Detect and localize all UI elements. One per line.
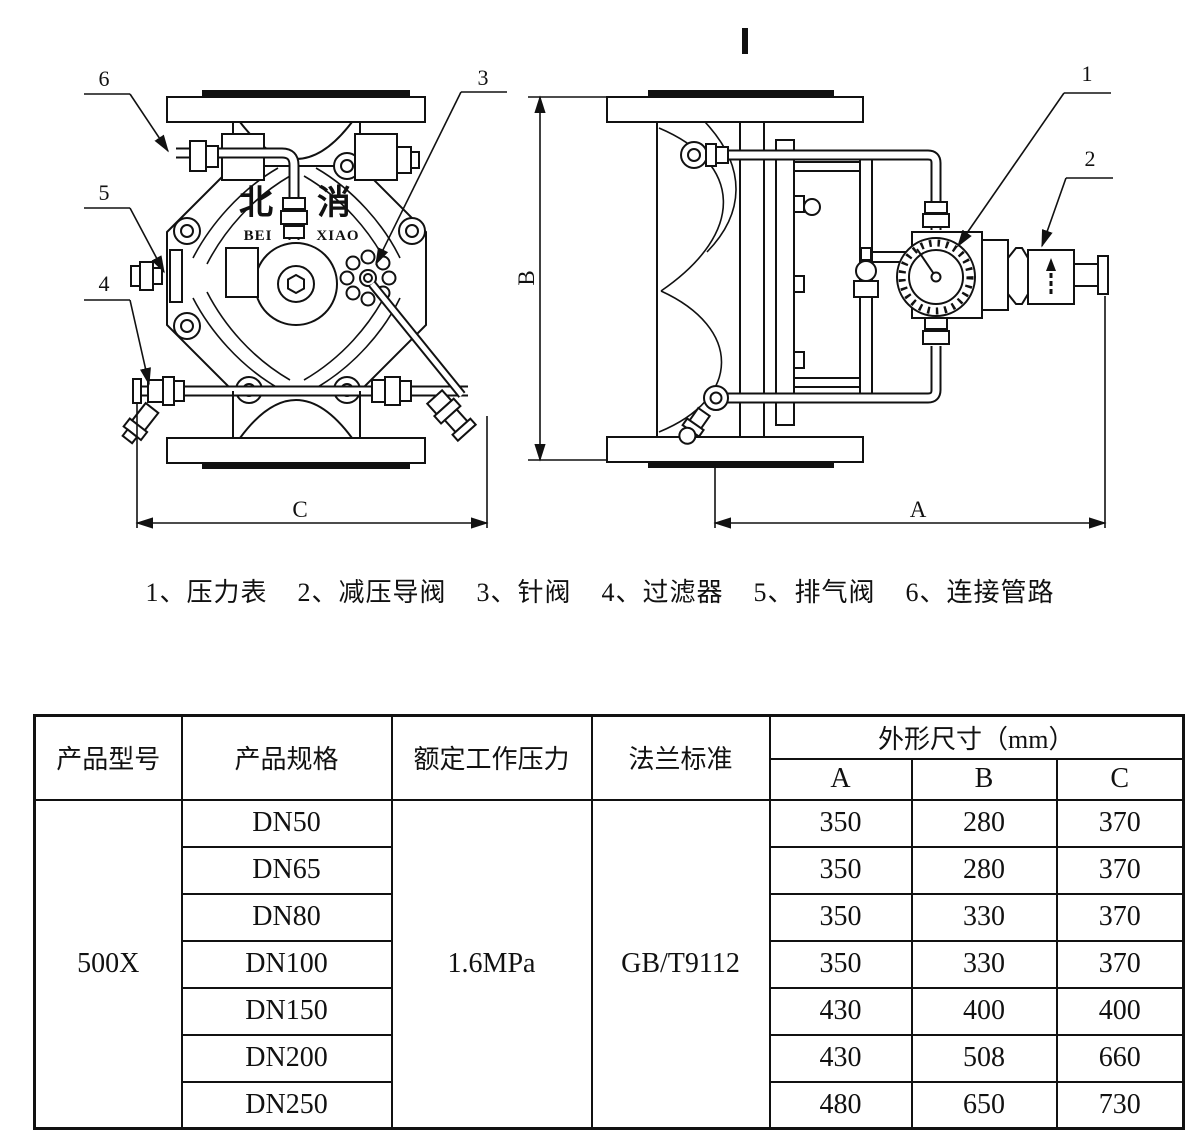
- dim-b-cell: 400: [910, 986, 1058, 1036]
- table-row: DN150 430 400 400: [35, 986, 1185, 1036]
- dim-a-cell: 430: [768, 986, 913, 1036]
- side-bottom-flange: [606, 436, 864, 463]
- spec-table: 产品型号 产品规格 额定工作压力 法兰标准 外形尺寸（mm） A B C 500…: [33, 714, 1186, 1130]
- legend-item: 6、连接管路: [905, 578, 1055, 607]
- front-view-drawing: 北 消 BEI XIAO: [84, 65, 507, 529]
- front-top-flange-face: [202, 90, 410, 97]
- dim-A-label: A: [910, 497, 927, 522]
- front-dim-C: C: [135, 402, 489, 529]
- front-connecting-pipe: [176, 140, 308, 240]
- dim-a-cell: 480: [768, 1080, 913, 1130]
- spec-cell: DN200: [180, 1033, 393, 1083]
- side-pilot-valve: [981, 239, 1109, 311]
- legend-item: 2、减压导阀: [297, 578, 447, 607]
- callout-2-leader: [1041, 177, 1067, 248]
- pressure-cell: 1.6MPa: [390, 798, 593, 1130]
- brand-en-left: BEI: [244, 228, 273, 244]
- callout-4-label: 4: [99, 271, 110, 296]
- section-mark: [742, 28, 748, 54]
- dim-a-cell: 350: [768, 845, 913, 895]
- front-drain-valve: [121, 401, 160, 445]
- header-dim-b: B: [910, 757, 1058, 801]
- callout-5-leader: [129, 207, 165, 274]
- spec-cell: DN65: [180, 845, 393, 895]
- legend-item: 4、过滤器: [601, 578, 724, 607]
- dim-a-cell: 350: [768, 892, 913, 942]
- header-spec: 产品规格: [180, 714, 393, 801]
- table-row: DN100 350 330 370: [35, 939, 1185, 989]
- callout-1-label: 1: [1082, 61, 1093, 86]
- legend-item: 5、排气阀: [753, 578, 876, 607]
- dim-a-cell: 350: [768, 939, 913, 989]
- spec-cell: DN100: [180, 939, 393, 989]
- header-dim-c: C: [1055, 757, 1185, 801]
- callout-6-leader: [129, 93, 169, 153]
- dim-b-cell: 508: [910, 1033, 1058, 1083]
- technical-drawing: 北 消 BEI XIAO: [84, 28, 1113, 529]
- table-row: DN250 480 650 730: [35, 1080, 1185, 1130]
- brand-zh-left: 北: [239, 185, 273, 222]
- dim-c-cell: 730: [1055, 1080, 1185, 1130]
- front-center-boss: [254, 242, 338, 326]
- table-row: 500X DN50 1.6MPa GB/T9112 350 280 370: [33, 798, 1185, 1130]
- dim-B-label: B: [514, 270, 539, 285]
- dim-b-cell: 330: [910, 892, 1058, 942]
- header-pressure: 额定工作压力: [390, 714, 593, 801]
- table-row: DN80 350 330 370: [35, 892, 1185, 942]
- callout-6-label: 6: [99, 66, 110, 91]
- front-top-flange: [166, 96, 426, 123]
- side-dim-B: B: [514, 95, 607, 462]
- dim-c-cell: 370: [1055, 798, 1185, 848]
- dim-c-cell: 370: [1055, 939, 1185, 989]
- dim-c-cell: 400: [1055, 986, 1185, 1036]
- side-view-drawing: 1 2 B A: [514, 28, 1113, 529]
- front-valve-body: [166, 165, 427, 392]
- dim-b-cell: 280: [910, 845, 1058, 895]
- front-exhaust-port: [130, 247, 259, 303]
- spec-cell: DN80: [180, 892, 393, 942]
- spec-cell: DN250: [180, 1080, 393, 1130]
- dim-C-label: C: [292, 497, 307, 522]
- header-model: 产品型号: [33, 714, 183, 801]
- dim-c-cell: 370: [1055, 892, 1185, 942]
- flange-cell: GB/T9112: [590, 798, 771, 1130]
- front-y-strainer: [425, 388, 478, 443]
- dim-b-cell: 280: [910, 798, 1058, 848]
- table-row: DN200 430 508 660: [35, 1033, 1185, 1083]
- side-small-valve: [853, 247, 879, 298]
- side-mounting-plate: [775, 139, 795, 426]
- dim-c-cell: 370: [1055, 845, 1185, 895]
- callout-4-leader: [129, 299, 151, 386]
- spec-cell: DN50: [180, 798, 393, 848]
- side-pressure-gauge: [896, 231, 983, 319]
- side-dim-A: A: [713, 296, 1107, 529]
- brand-en-right: XIAO: [316, 228, 359, 244]
- front-bottom-flange: [166, 437, 426, 464]
- header-flange: 法兰标准: [590, 714, 771, 801]
- header-dims: 外形尺寸（mm）: [768, 714, 1185, 760]
- side-sensing-pipe: [678, 141, 950, 445]
- dim-a-cell: 430: [768, 1033, 913, 1083]
- dim-b-cell: 330: [910, 939, 1058, 989]
- front-bottom-pipe: [121, 281, 478, 445]
- callout-5-label: 5: [99, 180, 110, 205]
- front-bottom-flange-face: [202, 463, 410, 469]
- side-top-flange: [606, 96, 864, 123]
- header-dim-a: A: [768, 757, 913, 801]
- spec-cell: DN150: [180, 986, 393, 1036]
- dim-a-cell: 350: [768, 798, 913, 848]
- legend-item: 1、压力表: [145, 578, 268, 607]
- callout-3-leader: [375, 91, 462, 266]
- dim-c-cell: 660: [1055, 1033, 1185, 1083]
- legend-item: 3、针阀: [476, 578, 572, 607]
- callout-1-leader: [957, 92, 1065, 248]
- brand-zh-right: 消: [317, 184, 351, 222]
- callout-3-label: 3: [478, 65, 489, 90]
- table-row: DN65 350 280 370: [35, 845, 1185, 895]
- model-cell: 500X: [33, 798, 183, 1130]
- callout-2-label: 2: [1085, 146, 1096, 171]
- parts-legend: 1、压力表 2、减压导阀 3、针阀 4、过滤器 5、排气阀 6、连接管路: [0, 572, 1200, 609]
- dim-b-cell: 650: [910, 1080, 1058, 1130]
